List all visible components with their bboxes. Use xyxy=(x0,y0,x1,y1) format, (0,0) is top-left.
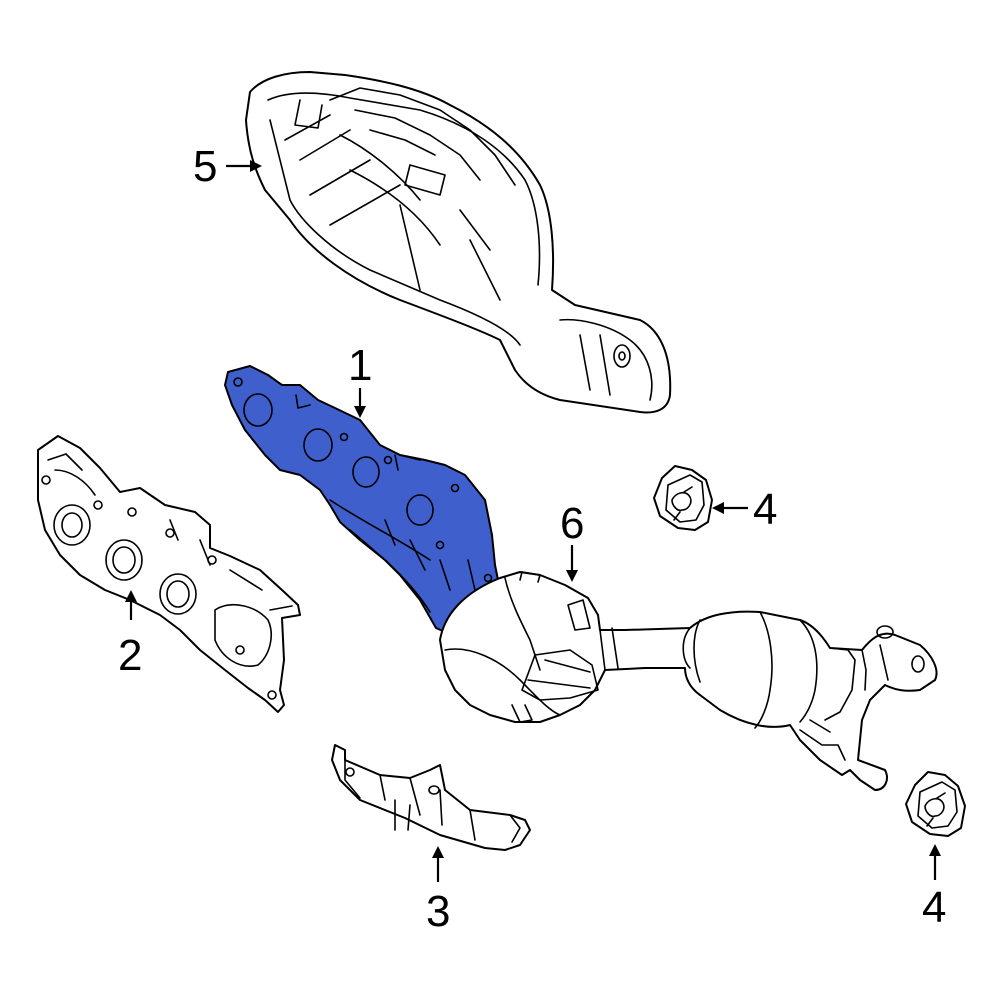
callout-arrows xyxy=(125,160,941,882)
callout-label-6: 6 xyxy=(560,499,584,548)
callout-label-4-lower: 4 xyxy=(922,883,946,932)
callout-label-2: 2 xyxy=(118,631,142,680)
part-4-hanger-lower[interactable] xyxy=(905,771,966,837)
callout-label-4-upper: 4 xyxy=(753,485,777,534)
part-5-upper-heat-shield[interactable] xyxy=(245,71,672,414)
part-3-lower-bracket[interactable] xyxy=(331,744,531,851)
part-6-catalytic-converter[interactable] xyxy=(439,571,938,791)
part-2-manifold-gasket[interactable] xyxy=(37,435,301,713)
callout-label-5: 5 xyxy=(193,142,217,191)
callout-label-1: 1 xyxy=(348,341,372,390)
part-4-hanger-upper[interactable] xyxy=(653,465,713,531)
callout-label-3: 3 xyxy=(426,887,450,936)
